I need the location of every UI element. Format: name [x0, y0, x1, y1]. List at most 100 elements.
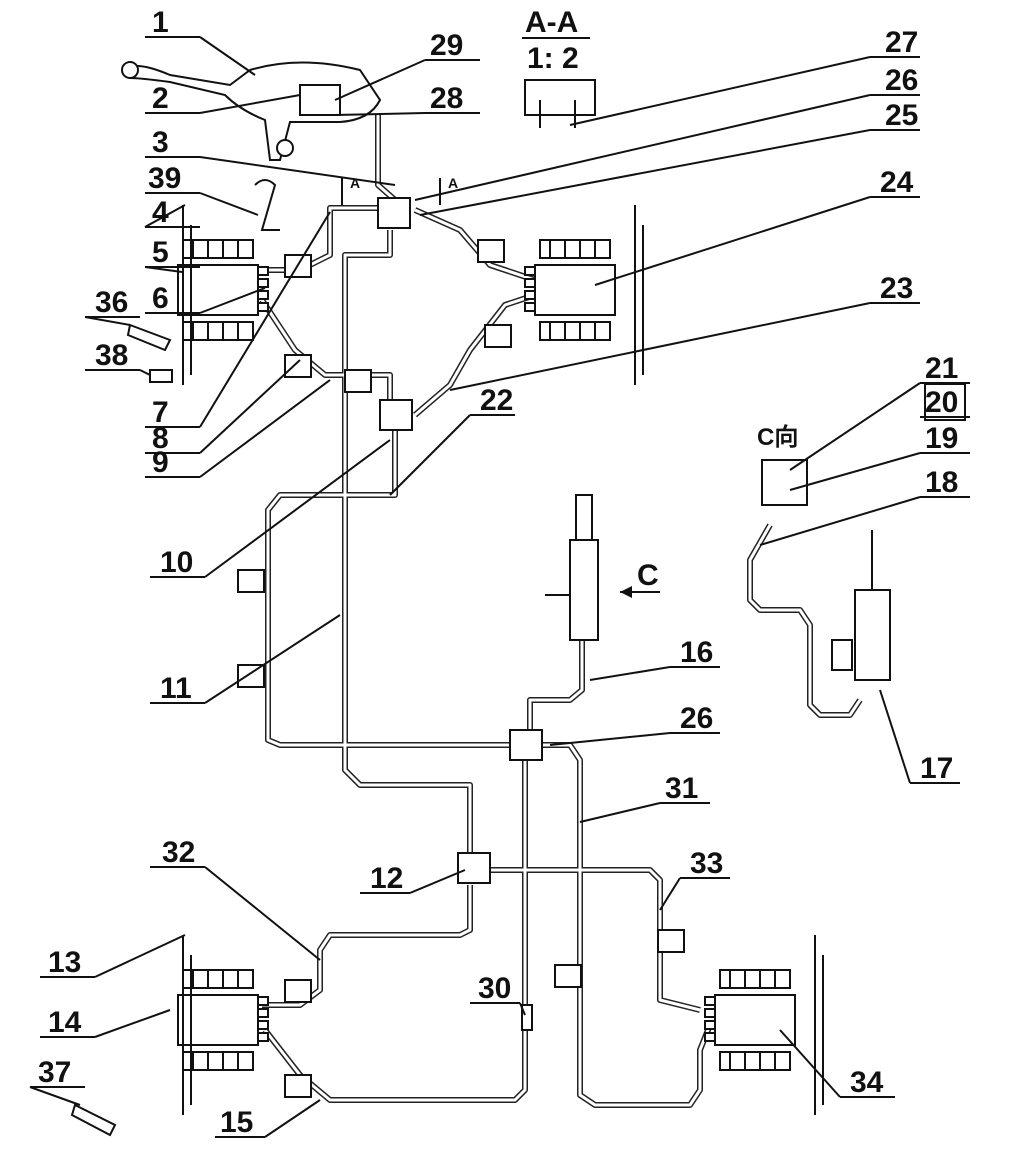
brake-master-cylinder-lever — [121, 61, 382, 161]
callout-number: 5 — [152, 236, 169, 269]
callout-leader — [389, 414, 471, 496]
callout-number: 15 — [220, 1106, 253, 1139]
section-arrow-left-label: A — [350, 175, 360, 191]
pipe-mid-right-inner — [414, 293, 536, 417]
callout-number: 33 — [690, 847, 723, 880]
callout-number: 19 — [925, 422, 958, 455]
callout-leader — [199, 192, 259, 216]
tee-fitting-26 — [509, 729, 543, 761]
callout-leader — [204, 439, 391, 578]
callout-number: 26 — [680, 702, 713, 735]
section-arrow-right-label: A — [448, 175, 458, 191]
pipe-clamp — [237, 569, 265, 593]
section-title: A-A — [525, 6, 578, 39]
callout-8: 8 — [145, 359, 301, 455]
callout-leader — [779, 1029, 841, 1098]
caliper-rear-right — [704, 935, 824, 1115]
brake-pipes — [259, 115, 863, 1108]
callout-number: 38 — [95, 339, 128, 372]
callout-19: 19 — [789, 422, 970, 491]
pipe-mid-left-inner — [260, 299, 392, 400]
callout-number: 10 — [160, 546, 193, 579]
callout-number: 14 — [48, 1006, 82, 1039]
callout-number: 13 — [48, 946, 81, 979]
callout-15: 15 — [215, 1099, 321, 1139]
clip-part-30 — [521, 1004, 533, 1031]
caliper-rear-left — [177, 935, 269, 1115]
callout-34: 34 — [779, 1029, 895, 1099]
pipe-clamp — [344, 369, 372, 393]
callout-number: 22 — [480, 384, 513, 417]
callout-number: 12 — [370, 862, 403, 895]
callout-leader — [94, 1009, 171, 1038]
callout-18: 18 — [759, 466, 970, 546]
view-c-arrow-label: C — [637, 559, 659, 592]
tee-fitting-middle — [379, 399, 413, 431]
callout-number: 24 — [880, 166, 914, 199]
pipe-master-to-tee-inner — [376, 115, 396, 202]
callout-number: 23 — [880, 272, 913, 305]
callout-leader — [94, 934, 186, 978]
callout-number: 6 — [152, 282, 169, 315]
callout-leader — [789, 452, 921, 491]
callout-leader — [199, 94, 301, 114]
callout-13: 13 — [40, 934, 186, 979]
pipe-center-down-inner — [263, 760, 527, 1102]
callout-leader — [579, 802, 661, 823]
callout-leader — [519, 1002, 526, 1016]
callout-22: 22 — [389, 384, 515, 496]
callout-leader — [144, 266, 183, 273]
callout-leader — [84, 316, 131, 326]
callout-number: 32 — [162, 836, 195, 869]
callout-20: 20 — [920, 383, 970, 421]
callout-number: 9 — [152, 446, 169, 479]
bracket-part-37 — [70, 1103, 117, 1137]
callout-leader — [334, 59, 426, 101]
callout-36: 36 — [84, 286, 140, 326]
callout-30: 30 — [470, 972, 526, 1016]
callout-number: 8 — [152, 422, 169, 455]
pipe-clamp — [284, 1074, 312, 1098]
callout-39: 39 — [145, 162, 259, 216]
tee-fitting-12 — [457, 852, 491, 884]
callout-leader — [204, 614, 341, 704]
callout-32: 32 — [150, 836, 321, 961]
callout-6: 6 — [145, 282, 266, 315]
callout-leader — [144, 204, 186, 228]
pipe-clamp — [237, 664, 265, 688]
tee-fitting-upper — [377, 197, 411, 229]
callout-27: 27 — [569, 26, 920, 126]
callout-2: 2 — [145, 82, 301, 115]
callout-number: 16 — [680, 636, 713, 669]
pipe-tee3-right-inner — [490, 868, 701, 1012]
callout-number: 37 — [38, 1056, 71, 1089]
bolt-part-38 — [149, 369, 173, 383]
callout-14: 14 — [40, 1006, 171, 1039]
callout-29: 29 — [334, 29, 480, 101]
callout-number: 31 — [665, 772, 698, 805]
section-view-a-a: A-A1: 2 — [522, 6, 596, 128]
callout-number: 26 — [885, 64, 918, 97]
callout-number: 30 — [478, 972, 511, 1005]
callout-leader — [334, 112, 426, 116]
callout-leader — [199, 156, 396, 186]
callout-number: 34 — [850, 1066, 884, 1099]
callout-leader — [419, 129, 871, 216]
callout-number: 18 — [925, 466, 958, 499]
callout-leader — [414, 94, 871, 201]
callout-10: 10 — [150, 439, 391, 579]
callout-number: 7 — [152, 396, 169, 429]
callout-25: 25 — [419, 99, 920, 216]
callout-16: 16 — [589, 636, 720, 681]
callout-number: 11 — [160, 672, 192, 705]
callout-33: 33 — [659, 847, 730, 911]
callout-leader — [449, 302, 871, 391]
pipe-clutch — [527, 640, 585, 730]
pipe-clamp — [554, 964, 582, 988]
callout-17: 17 — [879, 689, 960, 785]
pipe-long-left — [342, 230, 473, 855]
pipe-long-left-inner — [343, 230, 472, 855]
callout-number: 20 — [925, 386, 958, 419]
callout-number: 1 — [152, 6, 169, 39]
